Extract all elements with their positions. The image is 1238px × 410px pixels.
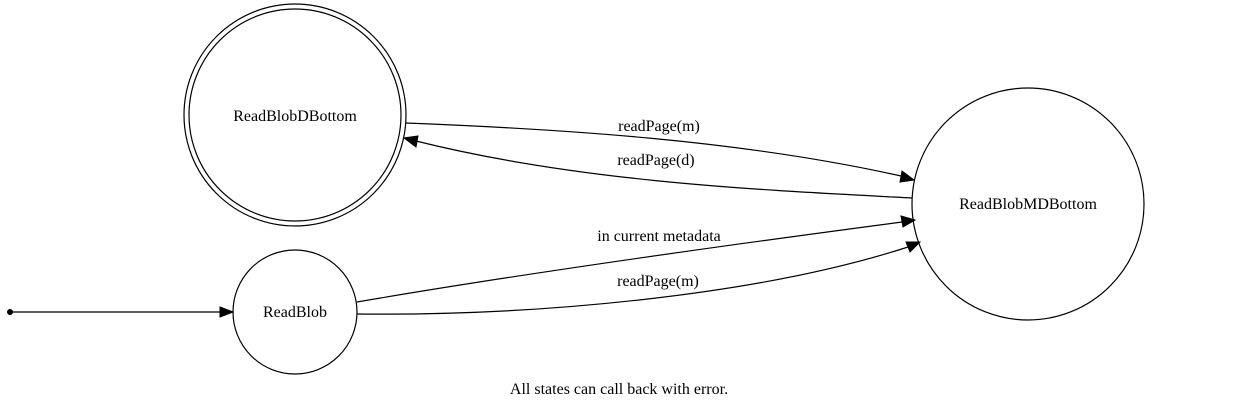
state-ring — [911, 87, 1145, 321]
transition-arrowhead-d-to-md — [899, 170, 916, 183]
state-read-blob-d-bottom: ReadBlobDBottom — [183, 3, 407, 227]
footnote-text: All states can call back with error. — [510, 381, 728, 398]
state-read-blob: ReadBlob — [232, 249, 358, 375]
transition-edge-d-to-md — [405, 122, 902, 177]
state-ring — [232, 249, 358, 375]
transition-arrowhead-md-to-d — [402, 135, 419, 148]
transition-label-md-to-d: readPage(d) — [617, 152, 694, 169]
transition-edge-blob-to-md-readpage — [356, 246, 909, 315]
initial-transition-arrowhead — [219, 306, 235, 318]
transition-label-blob-to-md-metadata: in current metadata — [597, 228, 721, 245]
state-inner-ring — [188, 8, 402, 222]
state-label-read-blob-d-bottom: ReadBlobDBottom — [233, 108, 357, 125]
state-read-blob-md-bottom: ReadBlobMDBottom — [911, 87, 1145, 321]
transition-label-d-to-md: readPage(m) — [618, 118, 700, 135]
transition-edge-md-to-d — [415, 140, 913, 199]
state-label-read-blob-md-bottom: ReadBlobMDBottom — [959, 196, 1097, 213]
transition-label-blob-to-md-readpage: readPage(m) — [617, 273, 699, 290]
state-outer-ring — [183, 3, 407, 227]
transition-arrowhead-blob-to-md-metadata — [900, 215, 917, 228]
state-label-read-blob: ReadBlob — [263, 304, 327, 321]
transition-arrowhead-blob-to-md-readpage — [905, 241, 922, 253]
transition-edge-blob-to-md-metadata — [356, 221, 903, 303]
